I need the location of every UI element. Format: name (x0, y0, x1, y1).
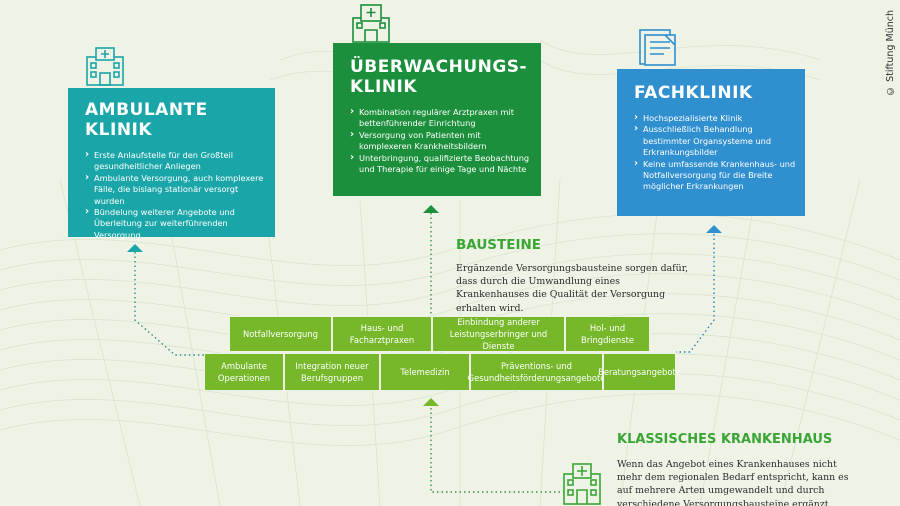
list-item: Ambulante Versorgung, auch komplexere Fä… (85, 172, 265, 207)
bausteine-text: Ergänzende Versorgungsbausteine sorgen d… (456, 263, 689, 314)
list-item: Erste Anlaufstelle für den Großteil gesu… (85, 149, 265, 173)
card-title-line: KLINIK (85, 120, 153, 140)
card-list: Kombination regulärer Arztpraxen mit bet… (350, 106, 531, 176)
block-notfallversorgung: Notfallversorgung (229, 316, 332, 352)
list-item: Bündelung weiterer Angebote und Überleit… (85, 206, 265, 241)
arrow-up-icon (127, 244, 143, 252)
list-item: Unterbringung, qualifizierte Beobachtung… (350, 152, 531, 176)
block-beratung: Beratungsangebote (598, 353, 681, 391)
arrow-up-icon (423, 398, 439, 406)
card-list: Erste Anlaufstelle für den Großteil gesu… (85, 149, 265, 241)
klassisch-text: Wenn das Angebot eines Krankenhauses nic… (617, 459, 849, 506)
card-title: FACHKLINIK (634, 83, 753, 103)
arrow-up-icon (706, 225, 722, 233)
hospital-icon (86, 47, 124, 86)
classic-hospital-icon (563, 463, 601, 505)
klassisch-heading: KLASSISCHES KRANKENHAUS (617, 432, 833, 447)
card-title-line: AMBULANTE (85, 100, 208, 120)
credit: © Stiftung Münch (885, 10, 896, 96)
list-item: Versorgung von Patienten mit komplexeren… (350, 129, 531, 153)
block-berufsgruppen: Integration neuer Berufsgruppen (284, 353, 380, 391)
bausteine-heading: BAUSTEINE (456, 237, 541, 253)
card-title-line: KLINIK (350, 77, 418, 97)
document-icon (639, 29, 676, 66)
arrow-up-icon (423, 205, 439, 213)
card-title: ÜBERWACHUNGS-KLINIK (350, 57, 531, 97)
card-title-line: ÜBERWACHUNGS- (350, 57, 528, 77)
clinic-icon (352, 4, 390, 43)
block-hol-bring: Hol- und Bringdienste (565, 316, 650, 352)
list-item: Ausschließlich Behandlung bestimmter Org… (634, 123, 797, 158)
list-item: Keine umfassende Krankenhaus- und Notfal… (634, 158, 797, 193)
block-leistungserbringer: Einbindung anderer Leistungserbringer un… (432, 316, 565, 352)
list-item: Kombination regulärer Arztpraxen mit bet… (350, 106, 531, 130)
card-fachklinik: FACHKLINIK Hochspezialisierte Klinik Aus… (617, 69, 805, 216)
list-item: Hochspezialisierte Klinik (634, 112, 797, 124)
card-ueberwachungsklinik: ÜBERWACHUNGS-KLINIK Kombination reguläre… (333, 43, 541, 196)
block-praevention: Präventions- und Gesundheitsförderungsan… (468, 353, 605, 391)
card-list: Hochspezialisierte Klinik Ausschließlich… (634, 112, 797, 193)
block-telemedizin: Telemedizin (380, 353, 470, 391)
block-ambulante-operationen: Ambulante Operationen (204, 353, 284, 391)
block-praxen: Haus- und Facharztpraxen (332, 316, 432, 352)
